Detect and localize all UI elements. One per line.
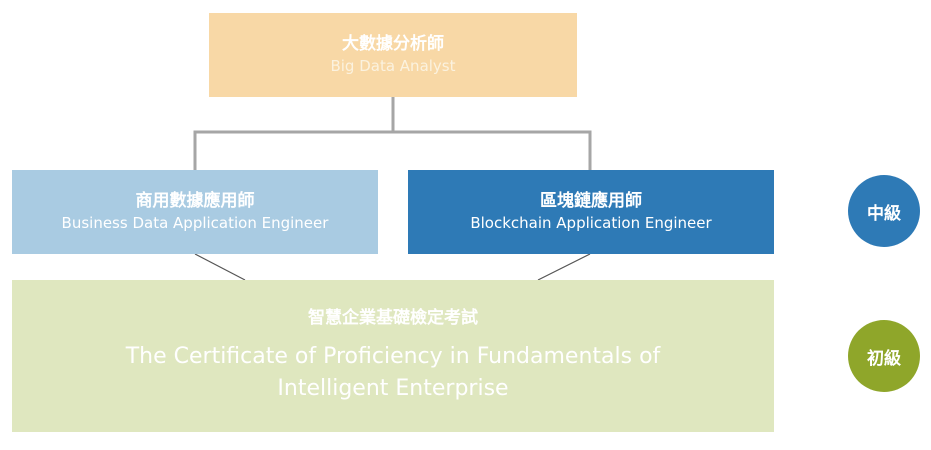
diagonal-connector-left xyxy=(194,253,246,281)
diagonal-connector-right xyxy=(537,253,591,281)
foundation-exam-title-zh: 智慧企業基礎檢定考試 xyxy=(308,308,478,328)
blockchain-engineer-title-en: Blockchain Application Engineer xyxy=(470,214,712,232)
foundation-exam-title-en: The Certificate of Proficiency in Fundam… xyxy=(125,344,661,401)
intermediate-level-badge: 中級 xyxy=(848,175,920,247)
business-data-engineer-title-zh: 商用數據應用師 xyxy=(135,191,255,211)
blockchain-engineer-title-zh: 區塊鏈應用師 xyxy=(540,191,642,211)
tree-connector xyxy=(393,130,592,170)
big-data-analyst-title-en: Big Data Analyst xyxy=(330,57,456,75)
business-data-engineer-box: 商用數據應用師 Business Data Application Engine… xyxy=(12,170,378,254)
big-data-analyst-title-zh: 大數據分析師 xyxy=(342,34,444,54)
basic-level-badge: 初級 xyxy=(848,320,920,392)
business-data-engineer-title-en: Business Data Application Engineer xyxy=(61,214,329,232)
blockchain-engineer-box: 區塊鏈應用師 Blockchain Application Engineer xyxy=(408,170,774,254)
big-data-analyst-box: 大數據分析師 Big Data Analyst xyxy=(209,13,577,97)
foundation-exam-box: 智慧企業基礎檢定考試 The Certificate of Proficienc… xyxy=(12,280,774,432)
tree-connector xyxy=(193,97,395,170)
